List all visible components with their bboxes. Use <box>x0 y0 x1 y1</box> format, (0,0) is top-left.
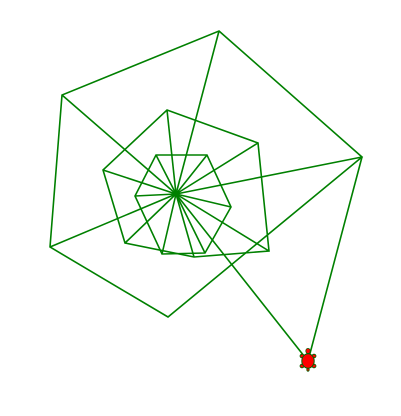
turtle-icon <box>299 347 317 372</box>
center-spokes <box>49 30 363 258</box>
turtle-path <box>175 156 363 362</box>
outer-pentagon <box>49 30 364 318</box>
